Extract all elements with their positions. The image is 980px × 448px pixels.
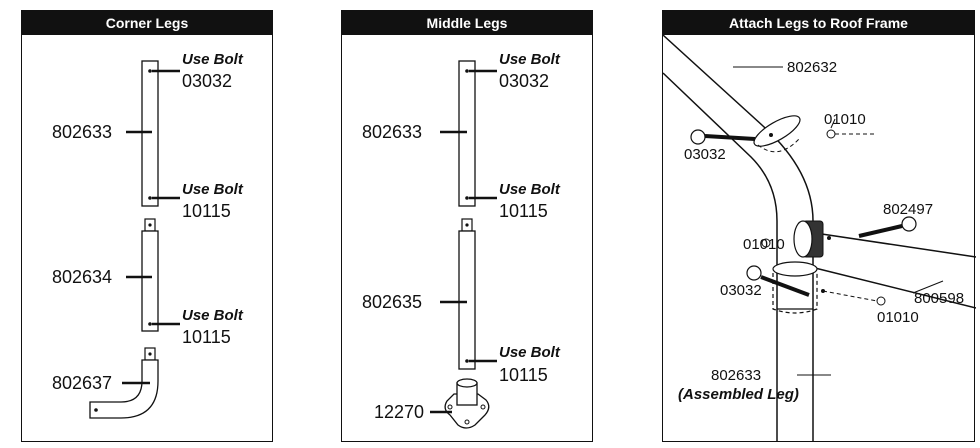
bolt-top	[690, 129, 756, 145]
middle-legs-panel: Middle Legs Use Bolt 03032 Use Bolt 1011…	[341, 10, 593, 442]
middle-base-plate	[444, 393, 490, 429]
panel-title-corner-legs: Corner Legs	[22, 11, 272, 35]
corner-lower-hole	[148, 322, 152, 326]
middle-part-upper: 802633	[362, 122, 422, 142]
bolt-mid	[746, 265, 810, 297]
leader-washer-top	[830, 118, 836, 129]
washer-top	[826, 129, 836, 139]
bolt-right	[858, 216, 917, 238]
middle-part-lower: 802635	[362, 292, 422, 312]
corner-upper-hole-top	[148, 69, 152, 73]
corner-bolt-1-label: Use Bolt	[182, 51, 244, 68]
middle-upper-tube	[458, 60, 476, 207]
label-leg: 802633	[711, 367, 761, 384]
corner-bolt-3-number: 10115	[182, 327, 231, 347]
label-roof-frame: 802632	[787, 59, 837, 76]
label-washer-bottom: 01010	[877, 309, 919, 326]
washer-mid	[761, 238, 771, 248]
label-bolt-right: 802497	[883, 201, 933, 218]
corner-lower-tube	[141, 230, 159, 332]
middle-part-base: 12270	[374, 402, 424, 422]
corner-foot-elbow	[89, 359, 159, 419]
panel-title-attach-legs: Attach Legs to Roof Frame	[663, 11, 974, 35]
label-washer-mid: 01010	[743, 236, 785, 253]
attach-legs-panel: Attach Legs to Roof Frame	[662, 10, 976, 442]
middle-legs-diagram: Use Bolt 03032 Use Bolt 10115 802633 Use…	[362, 51, 561, 429]
leader-crossbar	[912, 280, 944, 294]
corner-part-foot: 802637	[52, 373, 112, 393]
middle-bolt-2-label: Use Bolt	[499, 181, 561, 198]
label-crossbar: 800598	[914, 290, 964, 307]
label-leg-note: (Assembled Leg)	[678, 386, 799, 403]
label-washer-top: 01010	[824, 111, 866, 128]
corner-legs-diagram: Use Bolt 03032 Use Bolt 10115 802633 Use…	[52, 51, 244, 419]
washer-bottom	[876, 296, 886, 306]
corner-bolt-1-number: 03032	[182, 71, 232, 91]
corner-upper-hole-bottom	[148, 196, 152, 200]
corner-bolt-2-number: 10115	[182, 201, 231, 221]
corner-bolt-3-label: Use Bolt	[182, 307, 244, 324]
middle-bolt-3-label: Use Bolt	[499, 344, 561, 361]
middle-bolt-2-number: 10115	[499, 201, 548, 221]
crossbar-tube	[814, 232, 976, 258]
middle-lower-tube	[458, 230, 476, 370]
corner-legs-panel: Corner Legs Use Bolt 03032 Use Bolt 1011…	[21, 10, 273, 442]
label-bolt-mid: 03032	[720, 282, 762, 299]
corner-part-lower: 802634	[52, 267, 112, 287]
corner-part-upper: 802633	[52, 122, 112, 142]
middle-bolt-1-label: Use Bolt	[499, 51, 561, 68]
attach-legs-diagram: 802632 01010 03032 802497 01010 03032 80…	[663, 34, 976, 441]
middle-bolt-1-number: 03032	[499, 71, 549, 91]
middle-bolt-3-number: 10115	[499, 365, 548, 385]
panel-title-middle-legs: Middle Legs	[342, 11, 592, 35]
corner-upper-tube	[141, 60, 159, 207]
corner-bolt-2-label: Use Bolt	[182, 181, 244, 198]
label-bolt-top: 03032	[684, 146, 726, 163]
